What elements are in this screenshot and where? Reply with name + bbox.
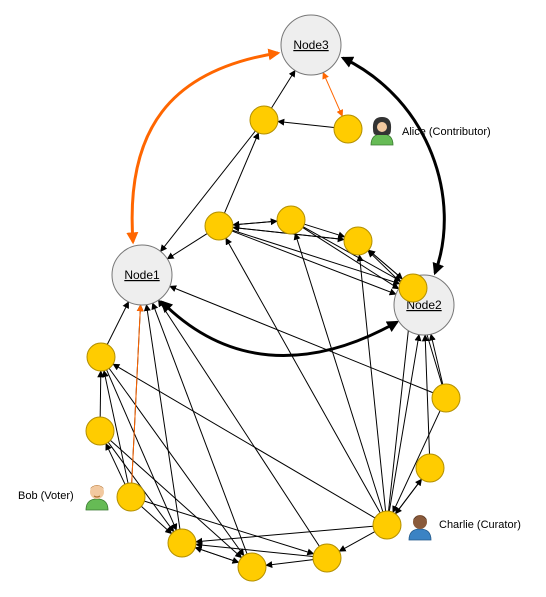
- edge-n-N1: [157, 299, 320, 547]
- edge-a-N3: [271, 69, 296, 109]
- edge-n-o: [265, 559, 314, 569]
- bob-user: Bob (Voter): [18, 485, 109, 511]
- edge-l-N2: [388, 333, 422, 512]
- edge-c-N1: [166, 233, 208, 260]
- charlie-user: Charlie (Curator): [408, 515, 521, 541]
- edge-d-e: [304, 223, 346, 239]
- edge-l-g: [112, 363, 376, 519]
- edge-m-o: [195, 547, 240, 564]
- edge-l-c: [225, 237, 381, 514]
- peer-node-c[interactable]: [204, 211, 234, 241]
- peer-node-i[interactable]: [85, 416, 115, 446]
- edge-b-a: [277, 118, 335, 129]
- edge-c-a: [224, 132, 260, 214]
- edge-h-N2: [428, 333, 444, 385]
- peer-node-g[interactable]: [86, 342, 116, 372]
- node3[interactable]: Node3: [280, 14, 342, 76]
- peer-node-d[interactable]: [276, 205, 306, 235]
- bob-vote-edge: [131, 304, 144, 484]
- edge-i-g: [97, 370, 105, 418]
- edge-f-e: [368, 249, 403, 280]
- edge-n-m: [195, 541, 314, 558]
- peer-node-n[interactable]: [312, 543, 342, 573]
- edge-k-m: [141, 506, 173, 535]
- alice-avatar: [370, 117, 394, 146]
- peer-node-b[interactable]: [333, 114, 363, 144]
- node1-node2-link: [160, 300, 400, 357]
- bob-label: Bob (Voter): [18, 490, 74, 502]
- peer-node-e[interactable]: [343, 226, 373, 256]
- node3-node1-link: [126, 48, 281, 245]
- bob-avatar: [85, 485, 109, 511]
- charlie-avatar: [408, 515, 432, 541]
- peer-node-l[interactable]: [372, 510, 402, 540]
- peer-node-k[interactable]: [116, 482, 146, 512]
- node3-label: Node3: [293, 38, 329, 52]
- edge-l-e: [356, 254, 387, 512]
- alice-contribution-edge: [322, 71, 344, 117]
- peer-node-o[interactable]: [237, 552, 267, 582]
- edge-l-f: [388, 301, 415, 512]
- edge-g-o: [108, 368, 245, 557]
- edge-l-m: [195, 525, 374, 545]
- alice-user: Alice (Contributor): [370, 117, 491, 146]
- peer-node-a[interactable]: [249, 105, 279, 135]
- charlie-label: Charlie (Curator): [439, 519, 521, 531]
- edge-j-l: [395, 478, 422, 515]
- peer-node-f[interactable]: [398, 273, 428, 303]
- edge-l-d: [293, 232, 384, 512]
- peer-layer: [85, 105, 461, 582]
- edge-l-n: [338, 531, 375, 552]
- edge-k-n: [144, 500, 315, 556]
- node1-label: Node1: [124, 268, 160, 282]
- alice-label: Alice (Contributor): [402, 126, 491, 138]
- node1[interactable]: Node1: [111, 244, 173, 306]
- edge-o-N1: [151, 302, 248, 555]
- edge-h-N1: [169, 285, 434, 394]
- edge-k-i: [105, 443, 126, 485]
- edge-m-N1: [143, 303, 181, 530]
- edge-d-c: [232, 220, 278, 228]
- peer-node-h[interactable]: [431, 383, 461, 413]
- node3-node2-link: [340, 56, 446, 276]
- peer-node-m[interactable]: [167, 528, 197, 558]
- peer-node-j[interactable]: [415, 453, 445, 483]
- edge-g-m: [106, 369, 178, 531]
- edge-j-N2: [421, 334, 430, 455]
- edge-i-o: [110, 439, 243, 559]
- edge-h-l: [392, 410, 441, 513]
- edge-g-N1: [106, 301, 130, 345]
